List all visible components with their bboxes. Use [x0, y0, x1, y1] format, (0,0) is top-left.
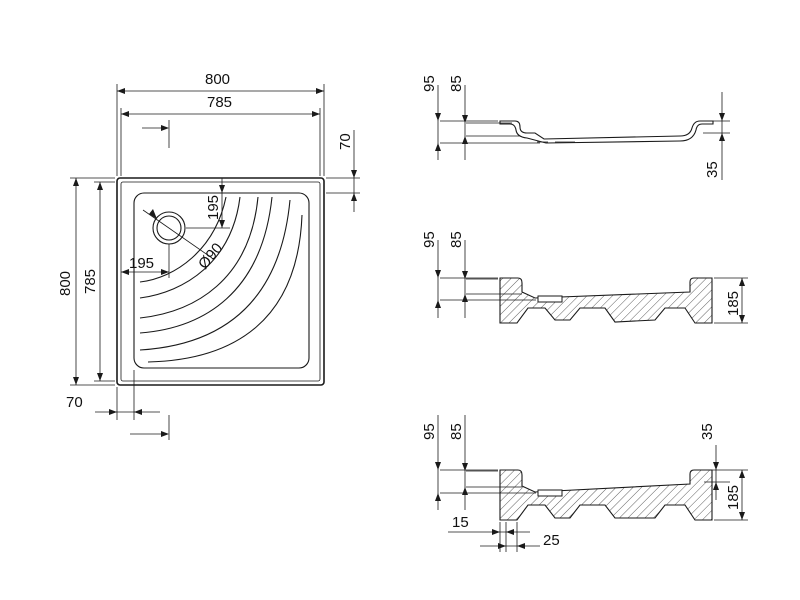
dim-overall-width: 800: [205, 71, 230, 88]
section-bottom-dim-a: 95: [421, 423, 438, 440]
section-bottom: 95 85 35 185 15 25: [421, 415, 748, 552]
section-bottom-dim-foot-inset: 25: [543, 532, 560, 549]
rib-6: [147, 214, 303, 363]
section-middle-body: [499, 277, 713, 324]
rib-3: [139, 196, 259, 319]
dim-drain-offset-x: 195: [129, 255, 154, 272]
section-middle-dim-b: 85: [448, 231, 465, 248]
section-bottom-dim-b: 85: [448, 423, 465, 440]
section-top-profile: [499, 120, 714, 144]
section-top-dim-right: 35: [704, 161, 721, 178]
rib-1: [139, 196, 227, 283]
dim-drain-offset-y: 195: [205, 195, 222, 220]
rib-5: [139, 199, 291, 351]
section-middle-dim-right: 185: [725, 291, 742, 316]
section-middle-drain: [537, 295, 563, 303]
tray-outer-outline: [116, 177, 325, 386]
dim-inner-height: 785: [82, 269, 99, 294]
section-bottom-dim-right: 185: [725, 485, 742, 510]
dim-drain-diameter: Ø90: [195, 240, 226, 273]
section-bottom-drain: [537, 489, 563, 497]
dim-inner-width: 785: [207, 94, 232, 111]
section-top-dim-a: 95: [421, 75, 438, 92]
basin-ribs: [139, 196, 303, 363]
tray-basin-outline: [133, 192, 310, 369]
section-bottom-dim-right-top: 35: [699, 423, 716, 440]
dim-offset-left: 70: [66, 394, 83, 411]
section-middle-dim-a: 95: [421, 231, 438, 248]
section-bottom-dim-foot: 15: [452, 514, 469, 531]
drain-inner-ring: [156, 215, 182, 241]
rib-2: [139, 196, 241, 299]
tray-rim-outline: [120, 181, 321, 382]
section-top: 95 85 35: [421, 75, 730, 180]
dim-overall-height: 800: [57, 271, 74, 296]
plan-view: 800 785 70 800 785: [57, 71, 360, 440]
dim-offset-top: 70: [337, 133, 354, 150]
section-bottom-body: [499, 469, 713, 521]
section-middle: 95 85 185: [421, 231, 748, 324]
rib-4: [139, 196, 273, 334]
section-top-dim-b: 85: [448, 75, 465, 92]
